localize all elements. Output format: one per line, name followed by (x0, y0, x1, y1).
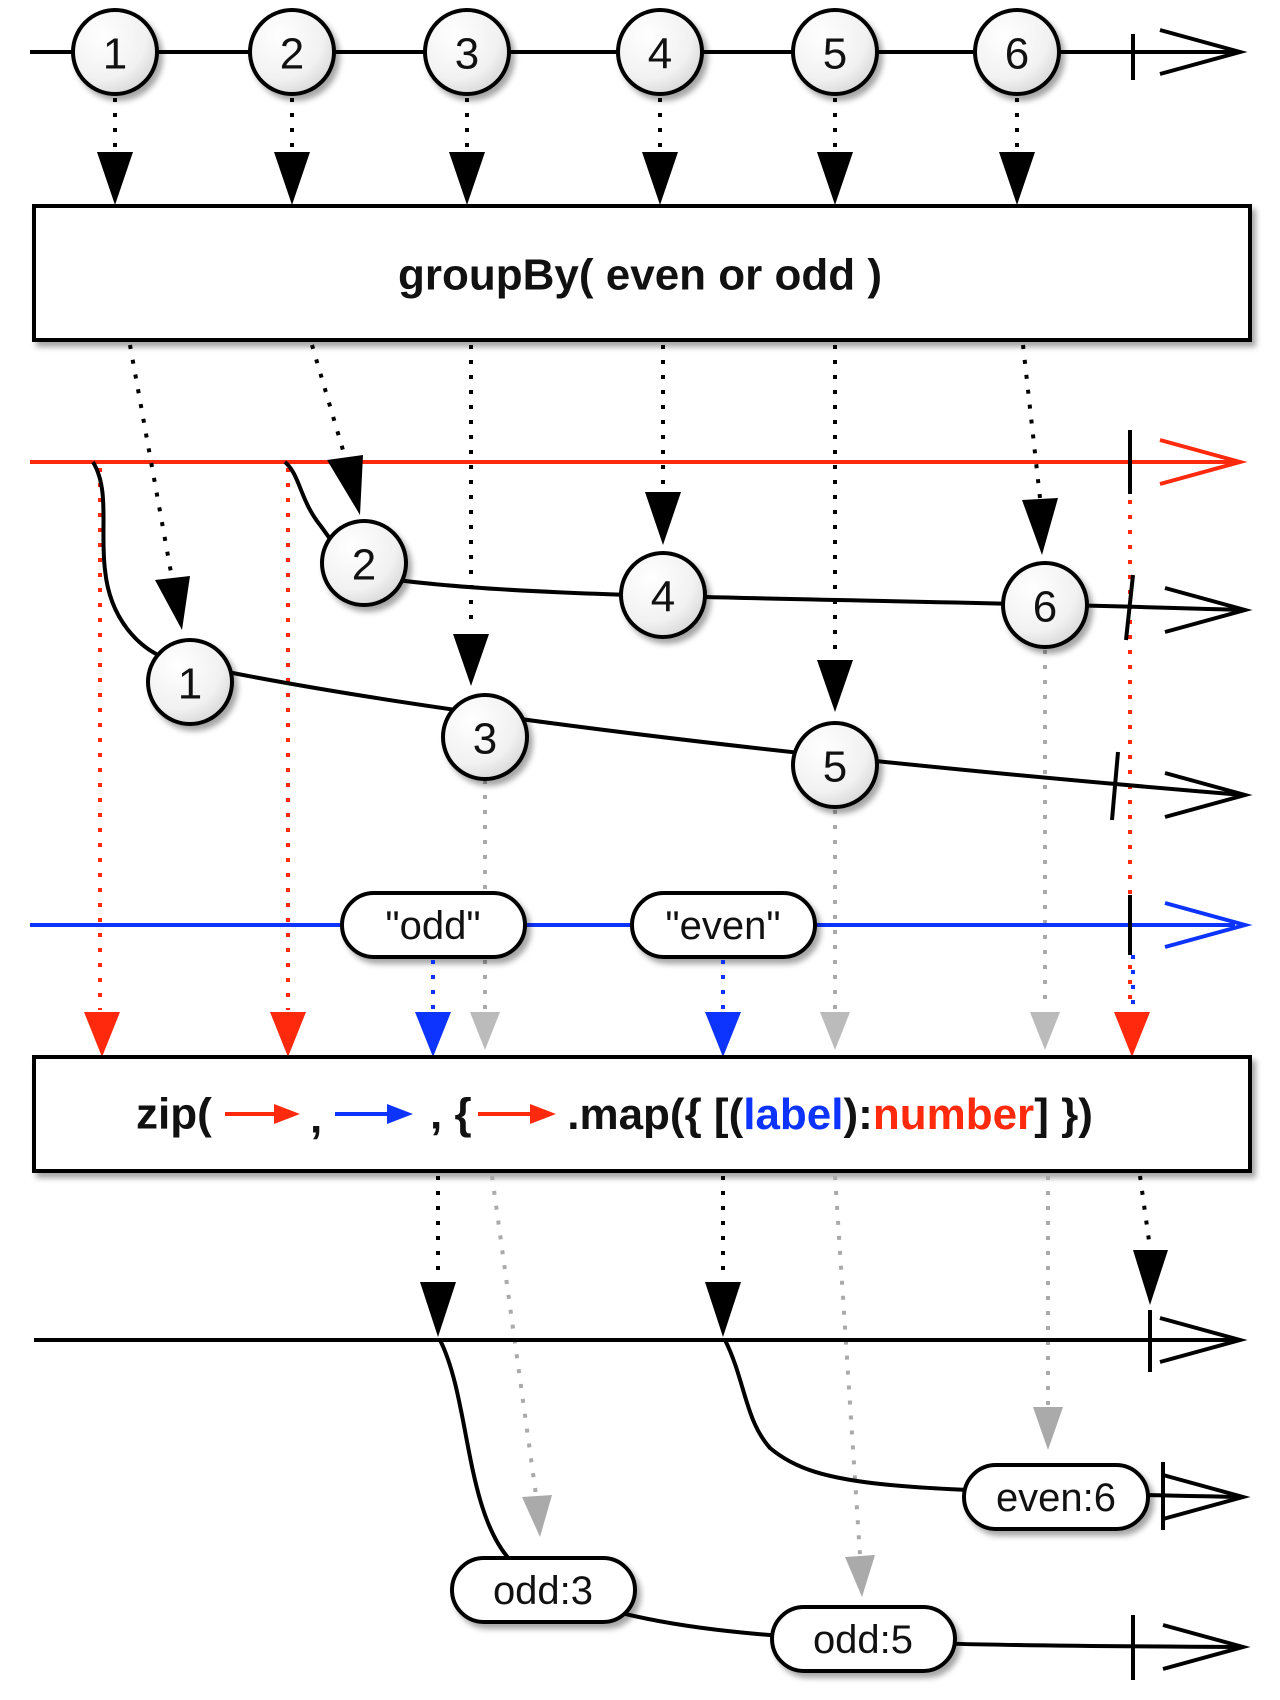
zip-separator-2: , { (430, 1090, 472, 1139)
label-stream: "odd" "even" (30, 891, 1253, 959)
even-value-4: 4 (651, 573, 675, 622)
odd-marble-1: 1 (146, 638, 234, 726)
groupby-input-arrows (97, 98, 1035, 205)
groupby-operator: groupBy( even or odd ) (32, 204, 1252, 342)
source-marble-6: 6 (973, 8, 1061, 96)
even-group-stream: 2 4 6 (283, 460, 1253, 649)
result-pill-even-6: even:6 (962, 1463, 1150, 1531)
source-value-5: 5 (823, 30, 847, 79)
zip-number-word: number (873, 1090, 1034, 1139)
source-marble-5: 5 (791, 8, 879, 96)
odd-result-stream: odd:3 odd:5 (438, 1339, 1251, 1680)
source-stream: 1 2 3 4 5 6 (30, 8, 1248, 96)
odd-value-5: 5 (823, 743, 847, 792)
zip-label-word: label (743, 1090, 843, 1139)
label-pill-even: "even" (630, 891, 817, 959)
label-stream-to-zip-arrows (415, 955, 1135, 1057)
zip-suffix: ] }) (1034, 1090, 1093, 1139)
source-marble-1: 1 (71, 8, 159, 96)
label-odd-text: "odd" (385, 904, 480, 948)
even-value-6: 6 (1033, 583, 1057, 632)
even-result-stream: even:6 (723, 1339, 1251, 1531)
label-pill-odd: "odd" (340, 891, 527, 959)
gray-zip-to-result-arrows (490, 1175, 1063, 1597)
odd-group-stream: 1 3 5 (91, 460, 1253, 821)
even-marble-6: 6 (1001, 561, 1089, 649)
source-marble-3: 3 (423, 8, 511, 96)
zip-map-prefix: .map({ [( (555, 1090, 744, 1139)
even-marble-4: 4 (619, 551, 707, 639)
source-value-3: 3 (455, 30, 479, 79)
source-value-1: 1 (103, 30, 127, 79)
odd-value-3: 3 (473, 715, 497, 764)
label-even-text: "even" (665, 904, 780, 948)
odd-marble-3: 3 (441, 693, 529, 781)
zip-operator: zip( , , { .map({ [(label):number] }) (32, 1055, 1252, 1173)
zip-map-expression: .map({ [(label):number] }) (555, 1090, 1093, 1139)
group-stream (30, 430, 1248, 494)
groupby-output-arrows (128, 344, 1058, 712)
result-even-6-text: even:6 (996, 1476, 1116, 1520)
result-odd-3-text: odd:3 (493, 1569, 593, 1613)
zip-separator-1: , (310, 1094, 322, 1143)
result-pill-odd-5: odd:5 (770, 1605, 957, 1673)
result-pill-odd-3: odd:3 (450, 1556, 637, 1624)
source-value-6: 6 (1005, 30, 1029, 79)
odd-marble-5: 5 (791, 721, 879, 809)
even-value-2: 2 (352, 541, 376, 590)
group-stream-to-zip-arrows (84, 468, 1150, 1057)
zip-output-arrows (420, 1175, 1168, 1337)
output-stream (34, 1310, 1248, 1372)
zip-prefix: zip( (136, 1090, 212, 1139)
source-value-2: 2 (280, 30, 304, 79)
source-marble-4: 4 (616, 8, 704, 96)
groupby-label: groupBy( even or odd ) (398, 251, 882, 300)
result-odd-5-text: odd:5 (813, 1618, 913, 1662)
even-marble-2: 2 (320, 519, 408, 607)
source-marble-2: 2 (248, 8, 336, 96)
zip-colon: ): (844, 1090, 873, 1139)
odd-value-1: 1 (178, 660, 202, 709)
source-value-4: 4 (648, 30, 672, 79)
gray-value-arrows-to-zip (470, 650, 1060, 1050)
